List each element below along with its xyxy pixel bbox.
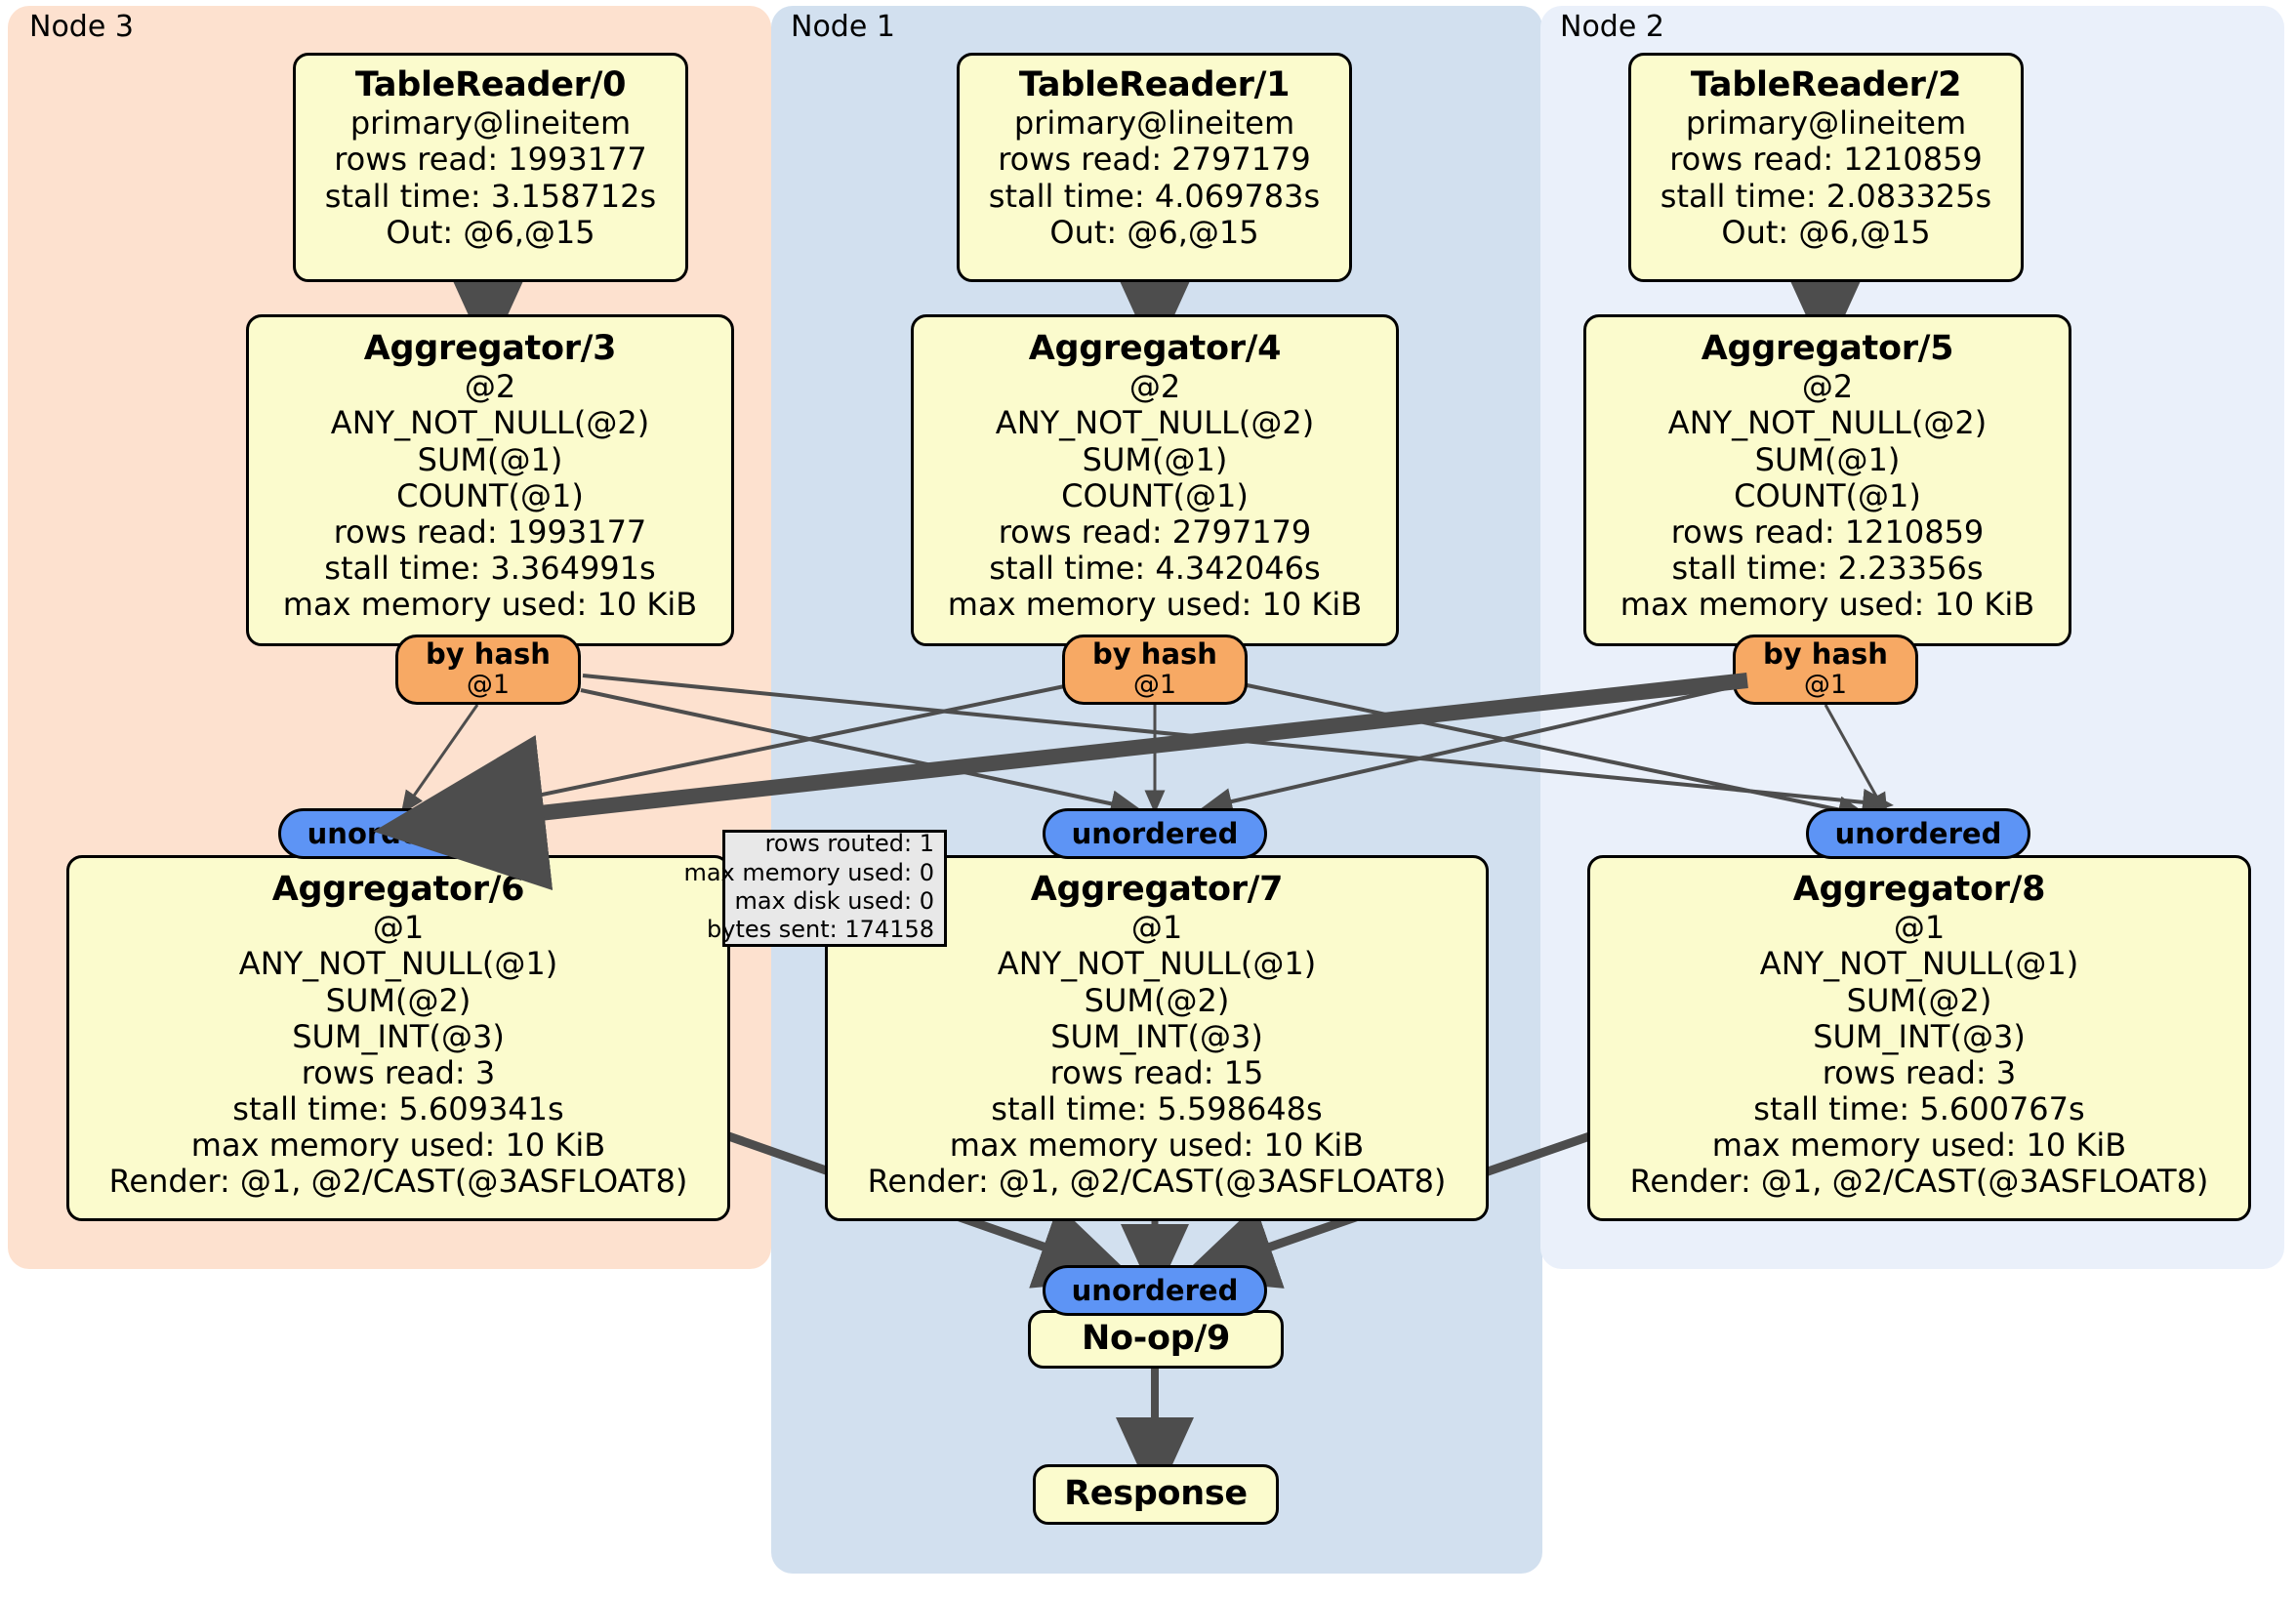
- processor-detail-line: stall time: 3.364991s: [324, 549, 656, 587]
- processor-detail-line: Render: @1, @2/CAST(@3ASFLOAT8): [108, 1163, 688, 1201]
- processor-detail-line: SUM_INT(@3): [1050, 1017, 1263, 1055]
- processor-detail-line: stall time: 4.342046s: [989, 549, 1321, 587]
- processor-detail-line: rows read: 2797179: [998, 512, 1312, 551]
- tooltip-line: rows routed: 1: [764, 830, 934, 858]
- processor-tablereader-1[interactable]: TableReader/1 primary@lineitem rows read…: [957, 53, 1352, 282]
- processor-detail-line: rows read: 3: [301, 1053, 496, 1091]
- processor-detail-line: COUNT(@1): [1734, 476, 1921, 514]
- processor-detail-line: COUNT(@1): [396, 476, 584, 514]
- processor-detail-line: SUM(@2): [325, 981, 472, 1019]
- processor-detail-line: max memory used: 10 KiB: [282, 585, 698, 623]
- processor-detail-line: SUM_INT(@3): [292, 1017, 505, 1055]
- edge-byhash-right-to-unordered-middle: [1201, 681, 1748, 815]
- processor-detail-line: Render: @1, @2/CAST(@3ASFLOAT8): [1629, 1163, 2209, 1201]
- processor-aggregator-8[interactable]: Aggregator/8 @1 ANY_NOT_NULL(@1) SUM(@2)…: [1587, 855, 2251, 1221]
- processor-detail-line: Out: @6,@15: [1721, 213, 1931, 251]
- processor-detail-line: stall time: 3.158712s: [324, 177, 657, 215]
- router-by-hash-right[interactable]: by hash @1: [1733, 635, 1918, 705]
- processor-detail-line: COUNT(@1): [1061, 476, 1249, 514]
- stream-unordered-middle[interactable]: unordered: [1043, 808, 1267, 859]
- router-label: by hash: [426, 636, 551, 671]
- router-label: by hash: [1763, 636, 1888, 671]
- processor-detail-line: @1: [1893, 909, 1946, 947]
- processor-detail-line: stall time: 5.609341s: [232, 1089, 564, 1127]
- processor-detail-line: rows read: 1993177: [334, 141, 647, 179]
- tooltip-line: bytes sent: 174158: [707, 916, 934, 944]
- edge-byhash-right-to-unordered-left-highlight: [373, 673, 1748, 891]
- processor-detail-line: rows read: 15: [1049, 1053, 1264, 1091]
- cluster-label-node2: Node 2: [1560, 10, 1664, 44]
- edge-byhash-left-to-unordered-middle: [580, 688, 1142, 818]
- processor-detail-line: max memory used: 10 KiB: [1620, 585, 2035, 623]
- processor-detail-line: @2: [464, 368, 516, 406]
- processor-detail-line: ANY_NOT_NULL(@1): [1759, 945, 2079, 983]
- processor-detail-line: @2: [1128, 368, 1181, 406]
- processor-detail-line: max memory used: 10 KiB: [190, 1126, 606, 1164]
- router-column: @1: [1803, 670, 1848, 701]
- processor-title: Aggregator/8: [1792, 870, 2046, 909]
- processor-detail-line: max memory used: 10 KiB: [947, 585, 1363, 623]
- processor-detail-line: SUM(@1): [1754, 440, 1901, 478]
- processor-detail-line: max memory used: 10 KiB: [1711, 1126, 2127, 1164]
- stream-stats-tooltip: rows routed: 1 max memory used: 0 max di…: [683, 830, 947, 947]
- processor-aggregator-6[interactable]: Aggregator/6 @1 ANY_NOT_NULL(@1) SUM(@2)…: [66, 855, 730, 1221]
- processor-detail-line: ANY_NOT_NULL(@2): [330, 404, 650, 442]
- router-column: @1: [466, 670, 511, 701]
- processor-detail-line: SUM(@1): [417, 440, 563, 478]
- processor-detail-line: @1: [372, 909, 425, 947]
- processor-tablereader-2[interactable]: TableReader/2 primary@lineitem rows read…: [1628, 53, 2024, 282]
- processor-detail-line: SUM_INT(@3): [1813, 1017, 2026, 1055]
- processor-detail-line: SUM(@2): [1846, 981, 1992, 1019]
- edge-byhash-right-to-unordered-right: [1824, 704, 1888, 817]
- processor-detail-line: SUM(@1): [1082, 440, 1228, 478]
- processor-detail-line: primary@lineitem: [1685, 104, 1967, 143]
- processor-detail-line: ANY_NOT_NULL(@2): [1667, 404, 1988, 442]
- edge-byhash-middle-to-unordered-right: [1237, 681, 1869, 824]
- processor-aggregator-5[interactable]: Aggregator/5 @2 ANY_NOT_NULL(@2) SUM(@1)…: [1583, 314, 2071, 646]
- processor-detail-line: stall time: 5.598648s: [991, 1089, 1323, 1127]
- processor-detail-line: @2: [1801, 368, 1854, 406]
- processor-title: TableReader/2: [1690, 65, 1962, 104]
- processor-aggregator-7[interactable]: Aggregator/7 @1 ANY_NOT_NULL(@1) SUM(@2)…: [825, 855, 1489, 1221]
- processor-detail-line: Render: @1, @2/CAST(@3ASFLOAT8): [867, 1163, 1447, 1201]
- processor-detail-line: Out: @6,@15: [1049, 213, 1259, 251]
- processor-detail-line: rows read: 2797179: [998, 141, 1311, 179]
- processor-detail-line: ANY_NOT_NULL(@1): [238, 945, 558, 983]
- cluster-label-node1: Node 1: [791, 10, 895, 44]
- processor-detail-line: rows read: 1993177: [333, 512, 647, 551]
- tooltip-line: max disk used: 0: [734, 887, 934, 915]
- processor-tablereader-0[interactable]: TableReader/0 primary@lineitem rows read…: [293, 53, 688, 282]
- processor-detail-line: SUM(@2): [1084, 981, 1230, 1019]
- processor-detail-line: stall time: 4.069783s: [988, 177, 1321, 215]
- processor-detail-line: rows read: 1210859: [1669, 141, 1983, 179]
- cluster-label-node3: Node 3: [29, 10, 134, 44]
- processor-detail-line: primary@lineitem: [349, 104, 632, 143]
- processor-detail-line: @1: [1130, 909, 1183, 947]
- processor-detail-line: stall time: 5.600767s: [1753, 1089, 2085, 1127]
- router-by-hash-middle[interactable]: by hash @1: [1062, 635, 1248, 705]
- processor-detail-line: ANY_NOT_NULL(@1): [997, 945, 1317, 983]
- stream-label: unordered: [1071, 817, 1239, 850]
- processor-detail-line: primary@lineitem: [1013, 104, 1295, 143]
- router-column: @1: [1132, 670, 1177, 701]
- edge-byhash-middle-to-unordered-left: [457, 681, 1080, 820]
- processor-detail-line: stall time: 2.23356s: [1671, 549, 1984, 587]
- processor-detail-line: Out: @6,@15: [386, 213, 595, 251]
- processor-detail-line: ANY_NOT_NULL(@2): [995, 404, 1315, 442]
- processor-title: TableReader/0: [354, 65, 627, 104]
- router-label: by hash: [1092, 636, 1217, 671]
- processor-detail-line: rows read: 3: [1822, 1053, 2017, 1091]
- router-by-hash-left[interactable]: by hash @1: [395, 635, 581, 705]
- processor-title: No-op/9: [1082, 1319, 1230, 1359]
- processor-detail-line: max memory used: 10 KiB: [949, 1126, 1365, 1164]
- processor-detail-line: stall time: 2.083325s: [1660, 177, 1992, 215]
- processor-title: TableReader/1: [1018, 65, 1291, 104]
- processor-title: Aggregator/7: [1030, 870, 1284, 909]
- tooltip-line: max memory used: 0: [683, 858, 934, 886]
- processor-detail-line: rows read: 1210859: [1670, 512, 1985, 551]
